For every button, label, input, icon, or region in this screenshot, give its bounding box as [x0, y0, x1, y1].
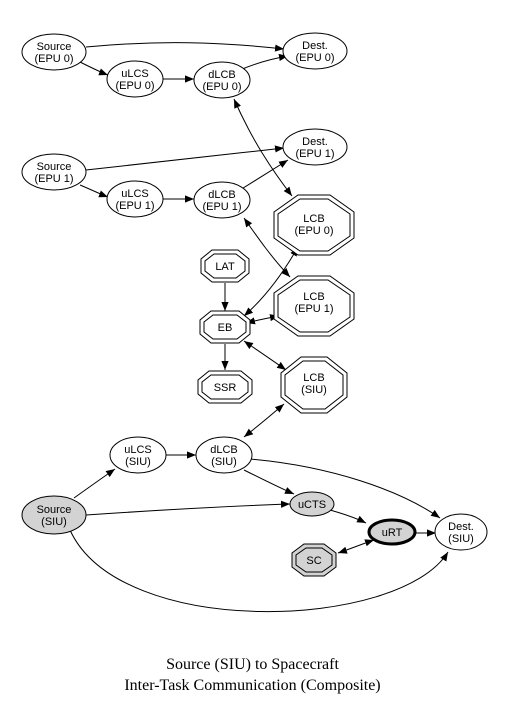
node-source-epu1: Source (EPU 1): [21, 153, 87, 191]
node-ucts: uCTS: [289, 491, 335, 517]
label-dlcb-epu0-l2: (EPU 0): [202, 81, 241, 93]
edge-eb-lcb0: [243, 246, 299, 317]
label-lcb-epu1-l2: (EPU 1): [294, 303, 333, 315]
label-dest-epu1-l2: (EPU 1): [295, 148, 334, 160]
label-lat: LAT: [215, 261, 235, 273]
node-dest-siu: Dest. (SIU): [434, 513, 488, 551]
label-dlcb-epu1-l2: (EPU 1): [202, 201, 241, 213]
node-ulcs-epu1: uLCS (EPU 1): [106, 180, 164, 218]
node-eb: EB: [199, 310, 251, 344]
node-dlcb-epu1: dLCB (EPU 1): [193, 181, 251, 219]
edge-dlcbs-ucts: [243, 469, 295, 495]
label-dlcb-epu0-l1: dLCB: [208, 69, 236, 81]
edge-srcs-ucts: [85, 500, 291, 516]
label-source-epu0-l2: (EPU 0): [34, 53, 73, 65]
label-eb: EB: [218, 322, 233, 334]
label-lcb-epu0-l2: (EPU 0): [294, 225, 333, 237]
edge-dlcbs-dsts: [249, 458, 441, 519]
edge-dlcb1-dst1: [239, 159, 289, 191]
label-lcb-epu0-l1: LCB: [303, 213, 324, 225]
edge-dlcbs-lcbs: [243, 403, 285, 438]
edge-srcs-dsts: [69, 529, 449, 613]
edge-dlcb0-dst0: [239, 53, 289, 71]
label-source-epu1-l1: Source: [37, 161, 72, 173]
label-source-epu1-l2: (EPU 1): [34, 173, 73, 185]
edge-eb-lcbs: [243, 340, 287, 371]
label-dest-siu-l2: (SIU): [448, 533, 474, 545]
caption-line2: Inter-Task Communication (Composite): [124, 677, 381, 694]
node-sc: SC: [291, 543, 337, 577]
node-lcb-siu: LCB (SIU): [280, 356, 348, 414]
label-lcb-siu-l2: (SIU): [301, 384, 327, 396]
label-sc: SC: [306, 555, 321, 567]
node-lcb-epu1: LCB (EPU 1): [273, 275, 355, 337]
label-dest-epu1-l1: Dest.: [302, 136, 328, 148]
label-lcb-siu-l1: LCB: [303, 372, 324, 384]
node-dest-epu1: Dest. (EPU 1): [282, 128, 348, 166]
label-lcb-epu1-l1: LCB: [303, 291, 324, 303]
caption-line1: Source (SIU) to Spacecraft: [166, 656, 339, 673]
label-source-siu-l2: (SIU): [41, 516, 67, 528]
label-dest-siu-l1: Dest.: [448, 521, 474, 533]
edge-src0-ulcs0: [79, 61, 109, 76]
edge-src1-ulcs1: [79, 184, 109, 198]
edges: [69, 42, 449, 613]
edge-ucts-urt: [329, 509, 367, 524]
label-ulcs-siu-l2: (SIU): [125, 456, 151, 468]
label-ulcs-epu1-l2: (EPU 1): [115, 200, 154, 212]
edge-srcs-ulcss: [73, 468, 116, 499]
label-dest-epu0-l1: Dest.: [302, 40, 328, 52]
label-dlcb-epu1-l1: dLCB: [208, 189, 236, 201]
label-ulcs-siu-l1: uLCS: [124, 444, 152, 456]
node-lcb-epu0: LCB (EPU 0): [273, 194, 355, 256]
label-ulcs-epu0-l2: (EPU 0): [115, 80, 154, 92]
node-ulcs-siu: uLCS (SIU): [109, 436, 167, 474]
label-dest-epu0-l2: (EPU 0): [295, 52, 334, 64]
label-ulcs-epu1-l1: uLCS: [121, 188, 149, 200]
label-urt: uRT: [382, 527, 403, 539]
label-ulcs-epu0-l1: uLCS: [121, 68, 149, 80]
node-source-epu0: Source (EPU 0): [21, 33, 87, 71]
node-source-siu: Source (SIU): [21, 495, 87, 535]
label-ucts: uCTS: [298, 499, 326, 511]
edge-dlcb0-lcb0: [233, 98, 293, 197]
label-ssr: SSR: [214, 382, 237, 394]
edge-sc-urt: [337, 539, 375, 554]
edge-src1-dst1: [85, 145, 285, 171]
node-ulcs-epu0: uLCS (EPU 0): [106, 60, 164, 98]
node-lat: LAT: [200, 249, 250, 283]
node-ssr: SSR: [197, 370, 253, 404]
label-dlcb-siu-l1: dLCB: [210, 444, 238, 456]
node-dlcb-epu0: dLCB (EPU 0): [193, 61, 251, 99]
node-dlcb-siu: dLCB (SIU): [195, 436, 253, 474]
label-dlcb-siu-l2: (SIU): [211, 456, 237, 468]
node-urt: uRT: [367, 518, 417, 546]
node-dest-epu0: Dest. (EPU 0): [282, 32, 348, 70]
communication-diagram: Source (EPU 0) Dest. (EPU 0) uLCS (EPU 0…: [21, 32, 488, 613]
edge-src0-dst0: [85, 42, 285, 52]
label-source-siu-l1: Source: [37, 504, 72, 516]
label-source-epu0-l1: Source: [37, 41, 72, 53]
